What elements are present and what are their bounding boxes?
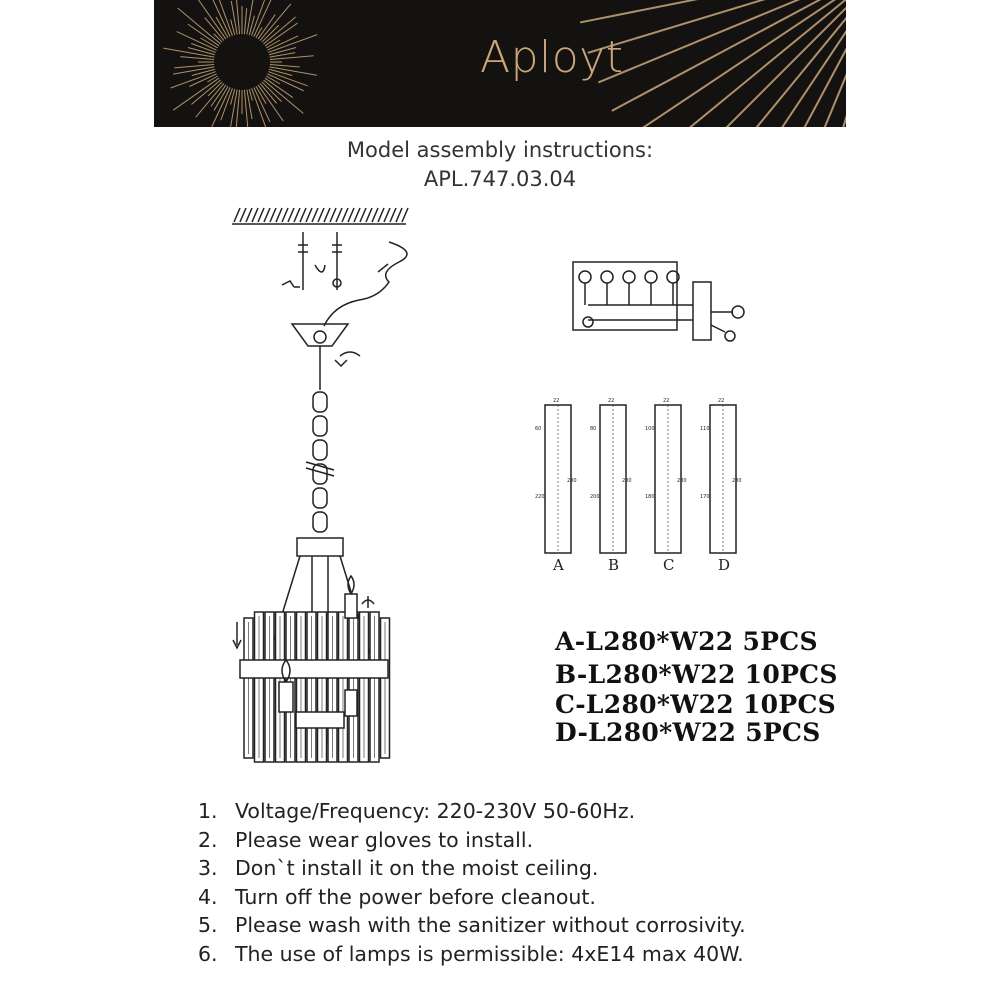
crystal-label: D: [718, 556, 730, 574]
top-cap: [296, 537, 344, 557]
connector-arrow: [377, 263, 389, 273]
note-item: 2.Please wear gloves to install.: [198, 827, 534, 852]
svg-text:22: 22: [553, 398, 559, 404]
wiring-diagram: [572, 261, 745, 342]
instruction-notes: 1.Voltage/Frequency: 220-230V 50-60Hz. 2…: [198, 797, 746, 968]
svg-text:22: 22: [718, 398, 724, 404]
svg-text:22: 22: [608, 398, 614, 404]
svg-text:200: 200: [590, 494, 600, 500]
chain: [312, 391, 328, 533]
model-number: APL.747.03.04: [423, 167, 577, 191]
supply-wire: [323, 241, 408, 327]
svg-text:180: 180: [645, 494, 655, 500]
crystal-panels: [243, 611, 391, 763]
note-item: 4.Turn off the power before cleanout.: [198, 884, 596, 909]
svg-text:60: 60: [535, 426, 541, 432]
mounting-screws: [281, 232, 342, 290]
document-title: Model assembly instructions:: [346, 138, 654, 162]
canopy: [290, 323, 350, 347]
svg-text:170: 170: [700, 494, 710, 500]
lower-hub: [295, 711, 345, 729]
crystal-label: A: [552, 556, 564, 574]
svg-text:280: 280: [677, 478, 687, 484]
svg-text:280: 280: [567, 478, 577, 484]
brand-logo: Aployt: [480, 32, 624, 83]
note-item: 6.The use of lamps is permissible: 4xE14…: [198, 941, 744, 966]
middle-ring: [239, 659, 389, 679]
svg-text:80: 80: [590, 426, 596, 432]
note-item: 1.Voltage/Frequency: 220-230V 50-60Hz.: [198, 799, 636, 823]
sunburst-decoration: [163, 0, 846, 127]
crystal-dimension-diagrams: [544, 404, 737, 554]
note-item: 3.Don`t install it on the moist ceiling.: [198, 856, 599, 880]
candle-sockets: [278, 574, 358, 717]
svg-text:280: 280: [732, 478, 742, 484]
parts-list-item: A-L280*W22 5PCS: [555, 627, 818, 656]
svg-text:280: 280: [622, 478, 632, 484]
ceiling-hatch: [233, 207, 409, 223]
svg-text:100: 100: [645, 426, 655, 432]
note-item: 5.Please wash with the sanitizer without…: [198, 913, 746, 937]
svg-text:110: 110: [700, 426, 710, 432]
parts-list-item: C-L280*W22 10PCS: [555, 690, 837, 719]
crystal-label: B: [608, 556, 619, 574]
chain-break: [305, 461, 335, 471]
header-banner: Aployt: [154, 0, 846, 127]
parts-list-item: D-L280*W22 5PCS: [555, 718, 821, 747]
canopy-screw-arrow: [339, 351, 361, 357]
parts-list-item: B-L280*W22 10PCS: [555, 660, 838, 689]
svg-text:220: 220: [535, 494, 545, 500]
svg-text:22: 22: [663, 398, 669, 404]
crystal-label: C: [663, 556, 674, 574]
